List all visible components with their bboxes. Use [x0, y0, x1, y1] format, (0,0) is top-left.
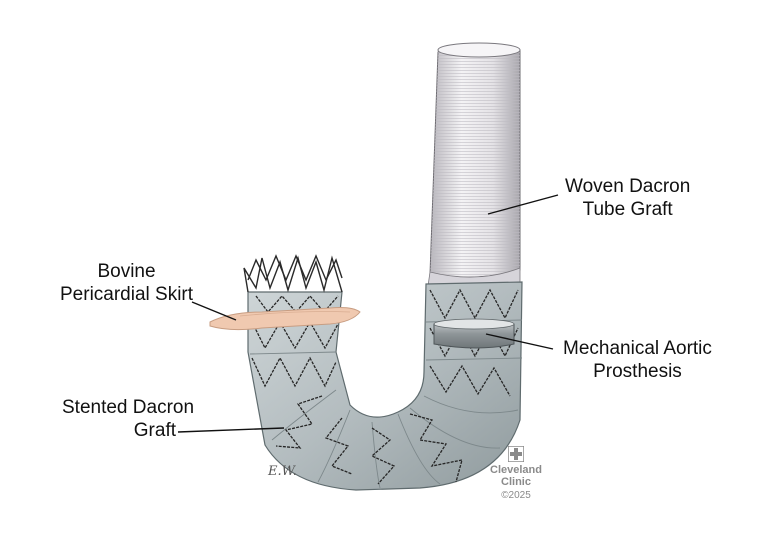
logo-line-2: Clinic [501, 476, 531, 488]
stented-dacron-leader [177, 427, 285, 433]
label-bovine-pericardial-skirt: Bovine Pericardial Skirt [60, 260, 193, 306]
bovine-pericardial-skirt [209, 307, 361, 331]
label-line: Prosthesis [593, 361, 682, 382]
woven-dacron-tube-graft [427, 42, 521, 291]
stented-dacron-graft [243, 254, 523, 491]
label-line: Stented Dacron [62, 397, 195, 418]
mechanical-aortic-prosthesis [433, 318, 515, 349]
label-mechanical-aortic-prosthesis: Mechanical Aortic Prosthesis [563, 337, 712, 383]
label-line: Woven Dacron [565, 176, 691, 197]
leader-lines [177, 194, 559, 433]
label-line: Pericardial Skirt [60, 284, 194, 305]
label-line: Tube Graft [582, 199, 673, 220]
logo-copyright: ©2025 [501, 490, 531, 501]
label-line: Graft [133, 420, 176, 441]
label-stented-dacron-graft: Stented Dacron Graft [62, 396, 195, 442]
woven-dacron-leader [487, 194, 559, 215]
label-woven-dacron-tube-graft: Woven Dacron Tube Graft [565, 175, 690, 221]
cleveland-clinic-logo: Cleveland Clinic ©2025 [486, 446, 546, 502]
bovine-skirt-leader [191, 301, 237, 321]
logo-line-1: Cleveland [490, 464, 542, 476]
label-line: Bovine [97, 261, 156, 282]
mechanical-aortic-leader [485, 333, 554, 350]
artist-signature: E.W. [268, 464, 297, 479]
label-line: Mechanical Aortic [563, 338, 712, 359]
cleveland-clinic-cross-icon [508, 446, 524, 462]
